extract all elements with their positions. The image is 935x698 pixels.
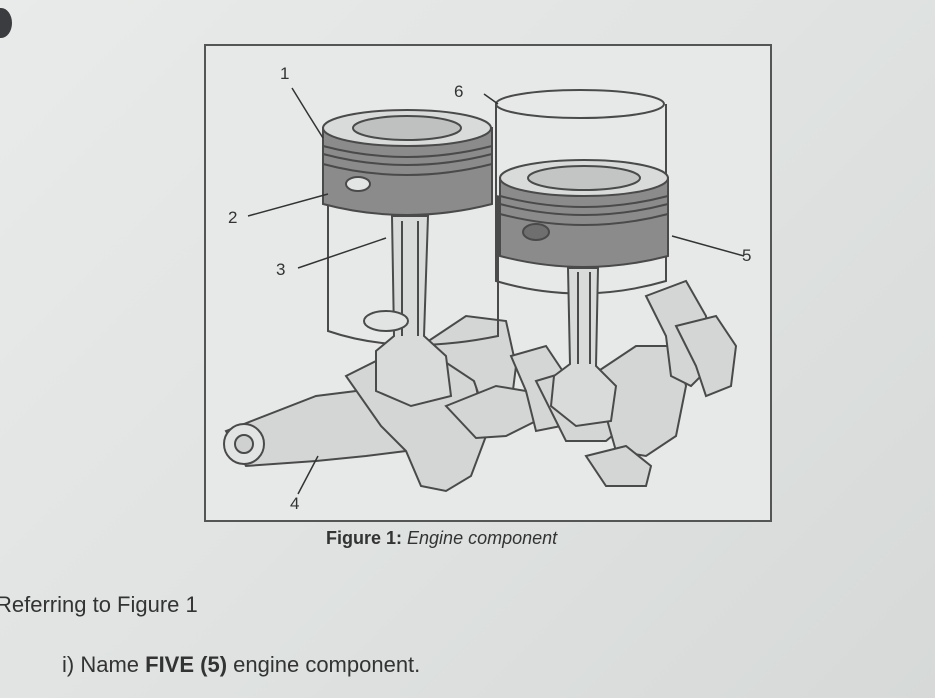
engine-figure: 1 6 2 3 4 5: [204, 44, 772, 522]
question-suffix: engine component.: [227, 652, 421, 677]
caption-label: Figure 1:: [326, 528, 403, 548]
callout-2: 2: [228, 208, 238, 227]
callout-4: 4: [290, 494, 300, 513]
question-emphasis: FIVE (5): [145, 652, 228, 677]
callout-6: 6: [454, 82, 464, 101]
engine-illustration: [223, 87, 745, 495]
question-prefix: i) Name: [62, 652, 146, 677]
figure-caption: Figure 1: Engine component: [326, 528, 557, 549]
intro-text: Referring to Figure 1: [0, 592, 198, 617]
callout-3: 3: [276, 260, 286, 279]
page-corner-mark: [0, 8, 12, 38]
callout-5: 5: [742, 246, 752, 265]
question-text: i) Name FIVE (5) engine component.: [62, 652, 420, 678]
caption-title: Engine component: [407, 528, 558, 548]
callout-1: 1: [280, 64, 290, 83]
